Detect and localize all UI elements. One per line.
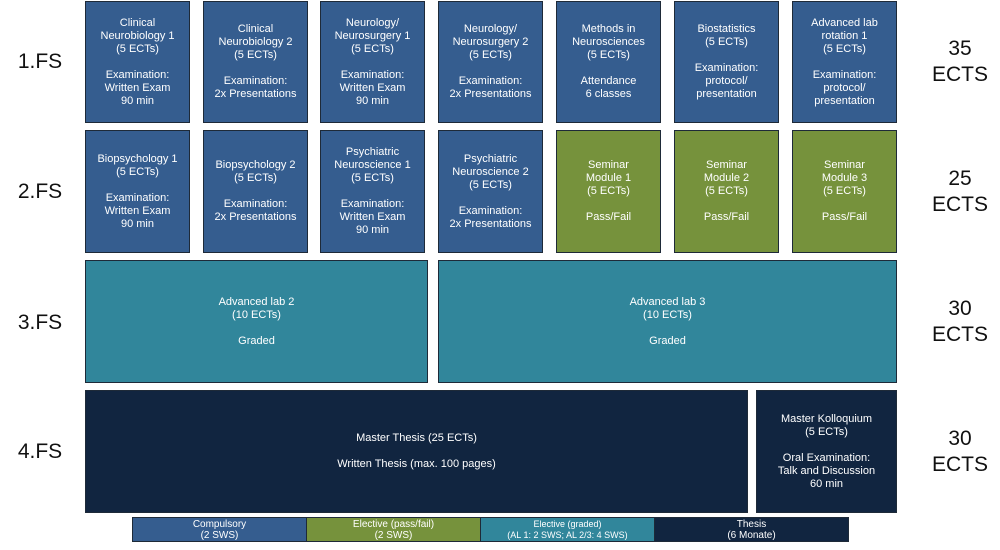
module-biostatistics: Biostatistics (5 ECTs) Examination: prot… <box>674 1 779 123</box>
module-master-thesis: Master Thesis (25 ECTs) Written Thesis (… <box>85 390 748 513</box>
module-clinical-neurobiology-2: Clinical Neurobiology 2 (5 ECTs) Examina… <box>203 1 308 123</box>
module-advanced-lab-3: Advanced lab 3 (10 ECTs) Graded <box>438 260 897 383</box>
semester-label-4: 4.FS <box>17 440 63 463</box>
legend-elective-pass-fail: Elective (pass/fail) (2 SWS) <box>307 518 481 541</box>
module-psychiatric-neuroscience-1: Psychiatric Neuroscience 1 (5 ECTs) Exam… <box>320 130 425 253</box>
module-biopsychology-1: Biopsychology 1 (5 ECTs) Examination: Wr… <box>85 130 190 253</box>
module-advanced-lab-rotation-1: Advanced lab rotation 1 (5 ECTs) Examina… <box>792 1 897 123</box>
semester-label-3: 3.FS <box>17 311 63 334</box>
module-neurology-neurosurgery-2: Neurology/ Neurosurgery 2 (5 ECTs) Exami… <box>438 1 543 123</box>
ects-total-1: 35 ECTS <box>931 37 988 86</box>
module-neurology-neurosurgery-1: Neurology/ Neurosurgery 1 (5 ECTs) Exami… <box>320 1 425 123</box>
module-advanced-lab-2: Advanced lab 2 (10 ECTs) Graded <box>85 260 428 383</box>
module-biopsychology-2: Biopsychology 2 (5 ECTs) Examination: 2x… <box>203 130 308 253</box>
module-seminar-1: Seminar Module 1 (5 ECTs) Pass/Fail <box>556 130 661 253</box>
semester-label-1: 1.FS <box>17 50 63 73</box>
legend-compulsory: Compulsory (2 SWS) <box>133 518 307 541</box>
ects-total-2: 25 ECTS <box>931 167 988 216</box>
semester-label-2: 2.FS <box>17 180 63 203</box>
module-psychiatric-neuroscience-2: Psychiatric Neuroscience 2 (5 ECTs) Exam… <box>438 130 543 253</box>
legend: Compulsory (2 SWS) Elective (pass/fail) … <box>132 517 849 542</box>
module-clinical-neurobiology-1: Clinical Neurobiology 1 (5 ECTs) Examina… <box>85 1 190 123</box>
module-methods-in-neurosciences: Methods in Neurosciences (5 ECTs) Attend… <box>556 1 661 123</box>
legend-thesis: Thesis (6 Monate) <box>655 518 848 541</box>
ects-total-4: 30 ECTS <box>931 427 988 476</box>
module-seminar-2: Seminar Module 2 (5 ECTs) Pass/Fail <box>674 130 779 253</box>
module-seminar-3: Seminar Module 3 (5 ECTs) Pass/Fail <box>792 130 897 253</box>
legend-elective-graded: Elective (graded) (AL 1: 2 SWS; AL 2/3: … <box>481 518 655 541</box>
module-master-kolloquium: Master Kolloquium (5 ECTs) Oral Examinat… <box>756 390 897 513</box>
ects-total-3: 30 ECTS <box>931 297 988 346</box>
